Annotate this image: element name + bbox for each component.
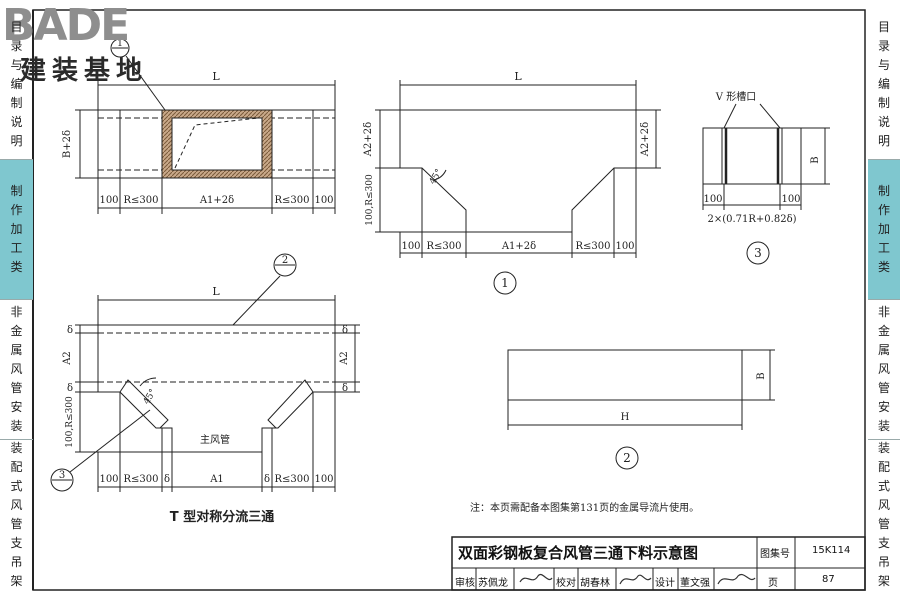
fig1-callout-number: 1 [117, 39, 123, 49]
fig4-right-delta-top: δ [342, 325, 348, 336]
fig1-dim-3: A1+2δ [199, 195, 234, 206]
fig2-dim-right: A2+2δ [640, 122, 651, 157]
fig2-dim-2: R≤300 [427, 241, 462, 252]
fig4-dim-3: δ [164, 474, 170, 485]
right-tab-fabrication[interactable]: 制作加工类 [868, 160, 900, 300]
fig4-left-delta-top: δ [67, 325, 73, 336]
fig2-dim-1: 100 [401, 241, 420, 252]
right-tab-nonmetal-install-label: 非金属风管安装 [877, 305, 890, 433]
fig5-dim-B: B [756, 372, 767, 379]
note-text: 注：本页需配备本图集第131页的金属导流片使用。 [470, 501, 699, 514]
left-tab-support-label: 装配式风管支吊架 [10, 441, 23, 588]
fig2-dim-L: L [514, 70, 522, 83]
checker-signature [619, 574, 652, 585]
fig3-dim-B: B [810, 156, 821, 163]
fig4-angle: 45° [142, 388, 159, 407]
fig4-callout-bottom: 3 [59, 470, 65, 481]
fig1-dim-L: L [212, 70, 220, 83]
figure-1-tee-plan [75, 38, 336, 214]
fig4-dim-1: 100 [99, 474, 118, 485]
fig2-dim-3: A1+2δ [501, 241, 536, 252]
fig4-caption: T 型对称分流三通 [170, 509, 274, 525]
fig4-right-delta-bottom: δ [342, 383, 348, 394]
fig2-dim-vertical: 100,R≤300 [365, 174, 375, 226]
fig4-main-duct: 主风管 [200, 433, 230, 446]
fig4-dim-5: δ [264, 474, 270, 485]
reviewer-name: 苏佩龙 [478, 578, 508, 589]
fig4-dim-2: R≤300 [124, 474, 159, 485]
fig4-dim-6: R≤300 [275, 474, 310, 485]
fig2-dim-4: R≤300 [576, 241, 611, 252]
fig5-dim-H: H [621, 412, 630, 423]
right-tab-fabrication-label: 制作加工类 [877, 184, 890, 274]
left-tab-support[interactable]: 装配式风管支吊架 [0, 440, 33, 590]
fig2-dim-5: 100 [615, 241, 634, 252]
fig4-left-delta-bottom: δ [67, 383, 73, 394]
fig4-dim-4: A1 [209, 474, 224, 485]
fig2-dim-left: A2+2δ [363, 122, 374, 157]
fig3-dim-left: 100 [703, 194, 722, 205]
title-block-lines [451, 536, 866, 591]
fig3-title: V 形槽口 [715, 90, 756, 103]
left-tab-catalog-label: 目录与编制说明 [10, 20, 23, 148]
reviewer-signature [519, 574, 553, 583]
fig2-angle: 45° [428, 168, 445, 187]
checker-name: 胡春林 [580, 578, 610, 589]
left-tab-nonmetal-install-label: 非金属风管安装 [10, 305, 23, 433]
drawing-title: 双面彩钢板复合风管三通下料示意图 [458, 544, 699, 562]
fig2-bottom-dims: 100 R≤300 A1+2δ R≤300 100 [401, 241, 634, 252]
atlas-no-value: 15K114 [812, 545, 851, 556]
right-tab-nonmetal-install[interactable]: 非金属风管安装 [868, 300, 900, 440]
fig5-label: 2 [623, 451, 631, 465]
drawing-frame [32, 9, 866, 591]
fig4-dim-L: L [212, 285, 220, 298]
review-label: 审核 [455, 578, 475, 589]
fig4-left-A2: A2 [62, 351, 73, 366]
left-tab-catalog[interactable]: 目录与编制说明 [0, 10, 33, 160]
fig2-label: 1 [501, 276, 509, 290]
atlas-no-label: 图集号 [760, 549, 790, 560]
check-label: 校对 [556, 578, 576, 589]
right-tab-support-label: 装配式风管支吊架 [877, 441, 890, 588]
figure-5-piece-2 [507, 349, 775, 470]
brand-logo-subtitle: 建装基地 [20, 56, 149, 86]
right-tab-support[interactable]: 装配式风管支吊架 [868, 440, 900, 590]
left-tab-fabrication-label: 制作加工类 [10, 184, 23, 274]
figure-4-t-tee [50, 253, 360, 492]
figure-2-piece-1 [375, 80, 661, 295]
fig1-dim-5: 100 [314, 195, 333, 206]
designer-name: 董文强 [680, 578, 710, 589]
fig3-formula: 2×(0.71R+0.82δ) [707, 214, 796, 225]
fig1-dim-height: B+2δ [62, 130, 73, 158]
figure-3-v-groove [702, 103, 830, 265]
designer-signature [717, 574, 756, 585]
brand-logo: BADE [2, 0, 130, 51]
fig4-right-A2: A2 [339, 351, 350, 366]
fig4-dim-vertical: 100,R≤300 [65, 396, 75, 448]
fig4-left-dims: δ A2 δ [62, 325, 73, 394]
fig3-dim-right: 100 [781, 194, 800, 205]
right-tab-catalog[interactable]: 目录与编制说明 [868, 10, 900, 160]
left-tab-fabrication[interactable]: 制作加工类 [0, 160, 33, 300]
fig4-right-dims: δ A2 δ [339, 325, 350, 394]
fig1-dim-2: R≤300 [124, 195, 159, 206]
fig1-dim-1: 100 [99, 195, 118, 206]
right-tab-catalog-label: 目录与编制说明 [877, 20, 890, 148]
fig4-callout-top: 2 [282, 255, 288, 266]
page-label: 页 [768, 578, 778, 589]
fig3-label: 3 [754, 246, 762, 260]
left-tab-nonmetal-install[interactable]: 非金属风管安装 [0, 300, 33, 440]
fig4-dim-7: 100 [314, 474, 333, 485]
fig1-dim-4: R≤300 [275, 195, 310, 206]
fig4-bottom-dims: 100 R≤300 δ A1 δ R≤300 100 [99, 474, 333, 485]
page-number: 87 [822, 574, 835, 585]
fig1-bottom-dims: 100 R≤300 A1+2δ R≤300 100 [99, 195, 333, 206]
design-label: 设计 [655, 578, 675, 589]
